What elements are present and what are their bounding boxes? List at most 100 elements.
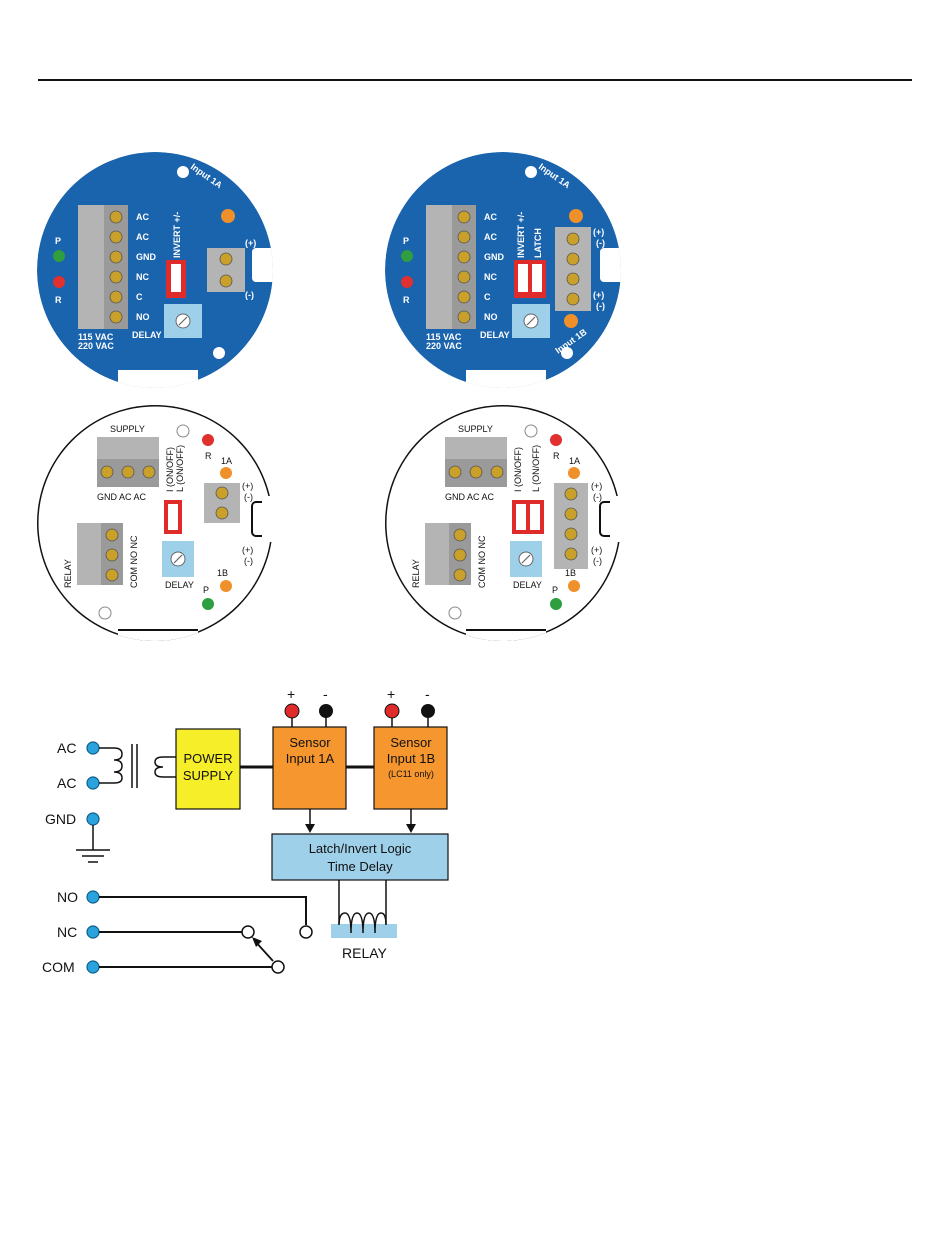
blue-board-single: Input 1A AC AC GND NC C NO INVERT +/- DE… — [37, 152, 273, 388]
gnd-terminal-dot — [86, 812, 100, 826]
mount-hole — [525, 166, 537, 178]
delay-label: DELAY — [513, 580, 542, 590]
power-supply-line1: POWER — [183, 751, 232, 766]
latch-dip-switch[interactable] — [532, 264, 542, 292]
delay-label: DELAY — [165, 580, 194, 590]
supply-label: SUPPLY — [110, 424, 145, 434]
mount-hole — [213, 347, 225, 359]
screw-terminals — [457, 210, 471, 324]
polarity-minus: (-) — [596, 238, 605, 248]
nc-terminal-dot — [86, 925, 100, 939]
led-1b-label: 1B — [217, 568, 228, 578]
power-led — [202, 598, 214, 610]
led-r-label: R — [205, 451, 212, 461]
terminal-block — [104, 205, 128, 329]
supply-label: SUPPLY — [458, 424, 493, 434]
terminal-strip — [78, 205, 104, 329]
gnd-label: GND — [45, 811, 76, 827]
com-terminal-dot — [86, 960, 100, 974]
sensor-a-plus: + — [287, 686, 295, 702]
led-p-label: P — [55, 236, 61, 246]
input-led — [568, 580, 580, 592]
terminal-label: NO — [484, 312, 498, 322]
no-wire — [99, 896, 307, 925]
terminal-block — [452, 205, 476, 329]
polarity-plus: (+) — [245, 238, 256, 248]
switch-l-label: L (ON/OFF) — [175, 445, 185, 492]
latch-dip-switch[interactable] — [530, 504, 540, 530]
relay-led — [401, 276, 413, 288]
switch-i-label: I (ON/OFF) — [513, 447, 523, 492]
power-led — [53, 250, 65, 262]
terminal-label: C — [136, 292, 143, 302]
delay-label: DELAY — [480, 330, 510, 340]
transformer-secondary — [154, 756, 164, 778]
relay-core — [331, 924, 397, 938]
polarity-minus: (-) — [244, 492, 253, 502]
screw-terminals — [109, 210, 123, 324]
relay-led — [53, 276, 65, 288]
sensor-a-line1: Sensor — [289, 735, 331, 750]
polarity-plus: (+) — [242, 481, 253, 491]
invert-dip-switch[interactable] — [518, 264, 528, 292]
arrow-head — [252, 937, 262, 947]
supply-terminals-label: GND AC AC — [97, 492, 147, 502]
polarity-minus: (-) — [244, 556, 253, 566]
power-supply-block — [175, 728, 241, 810]
white-board-single: SUPPLY GND AC AC I (ON/OFF) L (ON/OFF) D… — [37, 405, 292, 641]
nc-contact — [241, 925, 255, 939]
sensor-b-minus-terminal — [421, 704, 435, 718]
terminal-label: AC — [136, 232, 149, 242]
com-label: COM — [42, 959, 75, 975]
terminal-label: GND — [484, 252, 505, 262]
latch-switch-label: LATCH — [533, 228, 543, 258]
led-r-label: R — [553, 451, 560, 461]
input-led — [568, 467, 580, 479]
sensor-input-1a-block — [272, 726, 347, 810]
mount-hole — [177, 166, 189, 178]
terminal-label: GND — [136, 252, 157, 262]
led-p-label: P — [203, 585, 209, 595]
terminal-label: AC — [484, 212, 497, 222]
voltage-label: 115 VAC — [426, 332, 462, 342]
led-r-label: R — [55, 295, 62, 305]
led-p-label: P — [552, 585, 558, 595]
switch-i-label: I (ON/OFF) — [165, 447, 175, 492]
polarity-plus: (+) — [593, 290, 604, 300]
supply-terminal-block — [445, 437, 507, 459]
no-contact — [299, 925, 313, 939]
polarity-plus: (+) — [593, 227, 604, 237]
switch-l-label: L (ON/OFF) — [531, 445, 541, 492]
led-1a-label: 1A — [569, 456, 580, 466]
polarity-plus: (+) — [591, 481, 602, 491]
supply-terminals-label: GND AC AC — [445, 492, 495, 502]
no-terminal-dot — [86, 890, 100, 904]
terminal-strip — [426, 205, 452, 329]
polarity-plus: (+) — [242, 545, 253, 555]
invert-switch-label: INVERT +/- — [172, 212, 182, 258]
mount-hole — [176, 424, 190, 438]
power-led — [550, 598, 562, 610]
sensor-b-line2: Input 1B — [387, 751, 435, 766]
relay-terminal-strip — [77, 523, 101, 585]
sensor-b-plus: + — [387, 686, 395, 702]
input-led — [564, 314, 578, 328]
invert-dip-switch[interactable] — [516, 504, 526, 530]
polarity-plus: (+) — [591, 545, 602, 555]
input-led — [569, 209, 583, 223]
polarity-minus: (-) — [593, 556, 602, 566]
terminal-label: NC — [136, 272, 149, 282]
polarity-minus: (-) — [245, 290, 254, 300]
polarity-minus: (-) — [593, 492, 602, 502]
terminal-label: AC — [484, 232, 497, 242]
ac-terminal-dot — [86, 776, 100, 790]
led-1b-label: 1B — [565, 568, 576, 578]
relay-coil — [338, 912, 387, 934]
input-led — [220, 580, 232, 592]
invert-switch-label: INVERT +/- — [516, 212, 526, 258]
input-led — [221, 209, 235, 223]
mount-hole — [524, 424, 538, 438]
sensor-b-line1: Sensor — [390, 735, 432, 750]
relay-terminals-label: COM NO NC — [129, 535, 139, 588]
voltage-label: 115 VAC — [78, 332, 114, 342]
